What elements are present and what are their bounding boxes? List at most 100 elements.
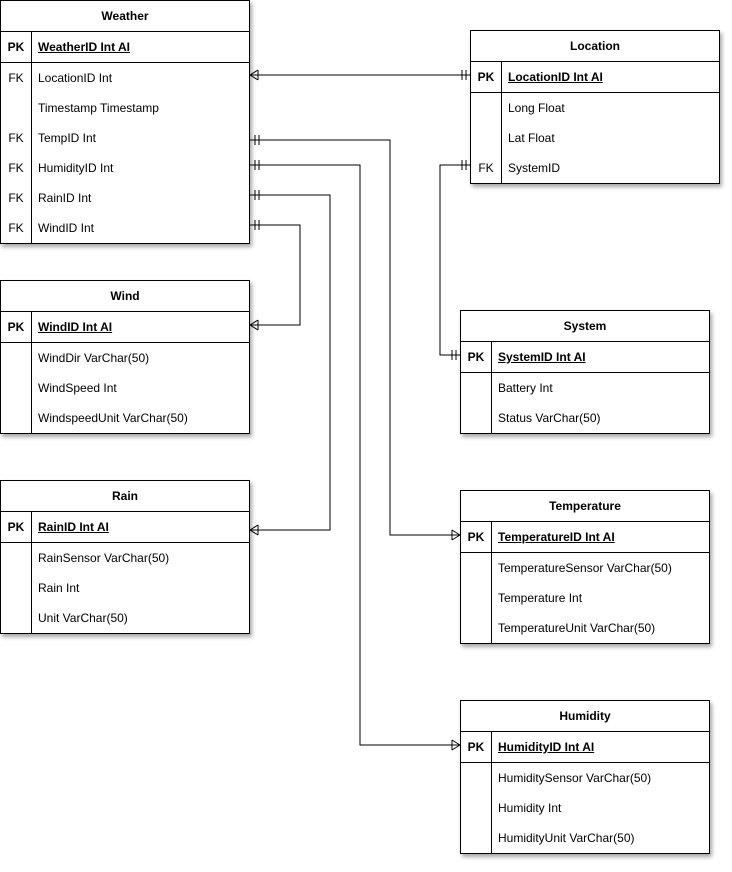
field-row[interactable]: WindSpeed Int bbox=[1, 373, 249, 403]
primary-key-row[interactable]: PK SystemID Int AI bbox=[461, 342, 709, 373]
key-label: FK bbox=[8, 221, 24, 235]
entity-title: Wind bbox=[1, 281, 249, 312]
field-row[interactable]: FK LocationID Int bbox=[1, 63, 249, 93]
field-name: HumiditySensor VarChar(50) bbox=[498, 771, 652, 785]
field-name: LocationID Int bbox=[38, 71, 113, 85]
field-row[interactable]: TemperatureSensor VarChar(50) bbox=[461, 553, 709, 583]
field-name: WindID Int bbox=[38, 221, 95, 235]
column-divider bbox=[31, 343, 32, 373]
column-divider bbox=[31, 312, 32, 342]
column-divider bbox=[491, 522, 492, 552]
relationship-weather-temperature bbox=[250, 135, 461, 541]
relationship-weather-location bbox=[249, 69, 470, 81]
entity-title: Humidity bbox=[461, 701, 709, 732]
one-marker bbox=[461, 160, 467, 170]
entity-location[interactable]: Location PK LocationID Int AI Long Float… bbox=[470, 30, 720, 184]
column-divider bbox=[31, 373, 32, 403]
field-row[interactable]: FK HumidityID Int bbox=[1, 153, 249, 183]
column-divider bbox=[491, 763, 492, 793]
crow-foot-many-marker bbox=[249, 319, 259, 331]
field-name: LocationID Int AI bbox=[508, 70, 603, 84]
field-name: WeatherID Int AI bbox=[38, 40, 131, 54]
primary-key-row[interactable]: PK WindID Int AI bbox=[1, 312, 249, 343]
field-row[interactable]: FK RainID Int bbox=[1, 183, 249, 213]
field-row[interactable]: Temperature Int bbox=[461, 583, 709, 613]
key-label: FK bbox=[8, 71, 24, 85]
field-name: TemperatureID Int AI bbox=[498, 530, 615, 544]
column-divider bbox=[31, 603, 32, 633]
column-divider bbox=[491, 732, 492, 762]
field-name: SystemID Int AI bbox=[498, 350, 586, 364]
field-name: WindspeedUnit VarChar(50) bbox=[38, 411, 188, 425]
field-name: TemperatureSensor VarChar(50) bbox=[498, 561, 672, 575]
column-divider bbox=[31, 32, 32, 62]
column-divider bbox=[501, 62, 502, 92]
column-divider bbox=[491, 553, 492, 583]
crow-foot-many-marker bbox=[249, 524, 259, 536]
primary-key-row[interactable]: PK WeatherID Int AI bbox=[1, 32, 249, 63]
key-label: PK bbox=[467, 350, 485, 364]
field-name: Lat Float bbox=[508, 131, 555, 145]
field-row[interactable]: HumidityUnit VarChar(50) bbox=[461, 823, 709, 853]
field-row[interactable]: Battery Int bbox=[461, 373, 709, 403]
entity-title: Temperature bbox=[461, 491, 709, 522]
key-label: PK bbox=[7, 520, 25, 534]
key-label: FK bbox=[8, 191, 24, 205]
field-row[interactable]: FK SystemID bbox=[471, 153, 719, 183]
field-name: SystemID bbox=[508, 161, 561, 175]
entity-title: System bbox=[461, 311, 709, 342]
field-row[interactable]: Timestamp Timestamp bbox=[1, 93, 249, 123]
field-row[interactable]: WindDir VarChar(50) bbox=[1, 343, 249, 373]
entity-rain[interactable]: Rain PK RainID Int AI RainSensor VarChar… bbox=[0, 480, 250, 634]
column-divider bbox=[491, 342, 492, 372]
key-label: PK bbox=[467, 530, 485, 544]
column-divider bbox=[501, 153, 502, 183]
field-name: WindDir VarChar(50) bbox=[38, 351, 150, 365]
key-label: PK bbox=[467, 740, 485, 754]
entity-system[interactable]: System PK SystemID Int AI Battery Int St… bbox=[460, 310, 710, 434]
column-divider bbox=[31, 93, 32, 123]
field-row[interactable]: FK TempID Int bbox=[1, 123, 249, 153]
relationship-weather-wind bbox=[249, 220, 301, 331]
one-marker bbox=[254, 190, 260, 200]
entity-title: Weather bbox=[1, 1, 249, 32]
primary-key-row[interactable]: PK LocationID Int AI bbox=[471, 62, 719, 93]
column-divider bbox=[491, 583, 492, 613]
column-divider bbox=[31, 153, 32, 183]
column-divider bbox=[31, 403, 32, 433]
column-divider bbox=[31, 63, 32, 93]
field-row[interactable]: RainSensor VarChar(50) bbox=[1, 543, 249, 573]
field-row[interactable]: Status VarChar(50) bbox=[461, 403, 709, 433]
relationship-location-system bbox=[439, 160, 470, 360]
field-row[interactable]: Lat Float bbox=[471, 123, 719, 153]
column-divider bbox=[31, 543, 32, 573]
field-name: RainID Int bbox=[38, 191, 92, 205]
field-row[interactable]: Rain Int bbox=[1, 573, 249, 603]
field-row[interactable]: TemperatureUnit VarChar(50) bbox=[461, 613, 709, 643]
field-name: Long Float bbox=[508, 101, 565, 115]
column-divider bbox=[31, 512, 32, 542]
entity-weather[interactable]: Weather PK WeatherID Int AI FK LocationI… bbox=[0, 0, 250, 244]
field-name: Status VarChar(50) bbox=[498, 411, 601, 425]
crow-foot-many-marker bbox=[451, 739, 461, 751]
primary-key-row[interactable]: PK TemperatureID Int AI bbox=[461, 522, 709, 553]
field-row[interactable]: WindspeedUnit VarChar(50) bbox=[1, 403, 249, 433]
primary-key-row[interactable]: PK HumidityID Int AI bbox=[461, 732, 709, 763]
field-row[interactable]: Unit VarChar(50) bbox=[1, 603, 249, 633]
field-row[interactable]: FK WindID Int bbox=[1, 213, 249, 243]
entity-temperature[interactable]: Temperature PK TemperatureID Int AI Temp… bbox=[460, 490, 710, 644]
column-divider bbox=[491, 373, 492, 403]
entity-humidity[interactable]: Humidity PK HumidityID Int AI HumiditySe… bbox=[460, 700, 710, 854]
primary-key-row[interactable]: PK RainID Int AI bbox=[1, 512, 249, 543]
crow-foot-many-marker bbox=[249, 69, 259, 81]
field-name: Unit VarChar(50) bbox=[38, 611, 128, 625]
field-row[interactable]: Long Float bbox=[471, 93, 719, 123]
field-name: RainID Int AI bbox=[38, 520, 109, 534]
column-divider bbox=[31, 573, 32, 603]
field-row[interactable]: Humidity Int bbox=[461, 793, 709, 823]
field-row[interactable]: HumiditySensor VarChar(50) bbox=[461, 763, 709, 793]
entity-wind[interactable]: Wind PK WindID Int AI WindDir VarChar(50… bbox=[0, 280, 250, 434]
one-marker bbox=[461, 70, 467, 80]
